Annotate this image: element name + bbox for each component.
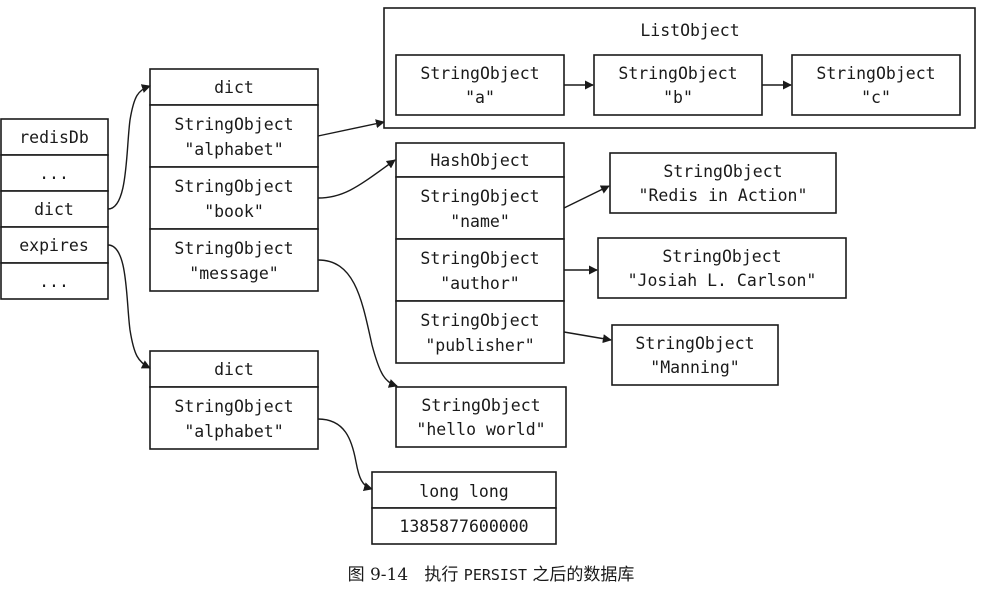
message-value: StringObject "hello world": [395, 386, 567, 448]
hash-value-manning: StringObject "Manning": [611, 324, 779, 386]
caption-before: 执行: [424, 565, 459, 585]
list-item-b: [593, 54, 763, 116]
list-item-a-value: "a": [465, 88, 495, 107]
list-item-c-type: StringObject: [816, 64, 935, 83]
arrow-publisher-to-value: [563, 331, 612, 344]
list-item-b-type: StringObject: [618, 64, 737, 83]
hash-value-josiah-box: [597, 237, 847, 299]
key-book-value: "book": [204, 202, 264, 221]
expire-time-title: long long: [419, 482, 508, 501]
redisdb-title-cell: [0, 118, 109, 156]
hash-field-author-value: "author": [440, 274, 519, 293]
list-item-a-type: StringObject: [420, 64, 539, 83]
pointer-arrows: [107, 80, 792, 491]
keyspace-dict-title: dict: [214, 78, 254, 97]
expires-dict-title-cell: [149, 350, 319, 388]
expires-key-alphabet-cell: [149, 386, 319, 450]
key-message-type: StringObject: [174, 239, 293, 258]
hash-field-publisher-value: "publisher": [425, 336, 534, 355]
key-book-cell: [149, 166, 319, 230]
hash-value-manning-box: [611, 324, 779, 386]
hash-object: HashObject StringObject "name" StringObj…: [395, 142, 565, 364]
hash-value-redis-in-action: StringObject "Redis in Action": [609, 152, 837, 214]
arrow-message-to-hello-world: [317, 259, 398, 388]
hash-value-redis-in-action-value: "Redis in Action": [639, 186, 808, 205]
hash-field-publisher: [395, 300, 565, 364]
hash-value-manning-value: "Manning": [650, 358, 739, 377]
expires-key-alphabet-type: StringObject: [174, 397, 293, 416]
list-object: ListObject StringObject "a" StringObject…: [383, 7, 976, 129]
hash-value-redis-in-action-box: [609, 152, 837, 214]
hash-value-redis-in-action-type: StringObject: [663, 162, 782, 181]
redisdb-ellipsis-top: ...: [39, 164, 69, 183]
message-value-value: "hello world": [416, 420, 545, 439]
keyspace-dict: dict StringObject "alphabet" StringObjec…: [149, 68, 319, 292]
redisdb-struct: redisDb ... dict expires ...: [0, 118, 109, 300]
hash-field-publisher-type: StringObject: [420, 311, 539, 330]
redisdb-dict-label: dict: [34, 200, 74, 219]
redisdb-ellipsis-bottom: ...: [39, 272, 69, 291]
caption-after: 之后的数据库: [532, 565, 635, 585]
caption-command: PERSIST: [463, 566, 528, 584]
key-alphabet-value: "alphabet": [184, 140, 283, 159]
hash-value-manning-type: StringObject: [635, 334, 754, 353]
list-item-c-value: "c": [861, 88, 891, 107]
list-item-b-value: "b": [663, 88, 693, 107]
arrow-alphabet-to-list: [317, 119, 385, 137]
key-message-cell: [149, 228, 319, 292]
key-book-type: StringObject: [174, 177, 293, 196]
message-value-box: [395, 386, 567, 448]
expires-dict: dict StringObject "alphabet": [149, 350, 319, 450]
expires-dict-title: dict: [214, 360, 254, 379]
hash-value-josiah-value: "Josiah L. Carlson": [628, 271, 817, 290]
figure-caption: 图 9-14 执行 PERSIST 之后的数据库: [0, 560, 982, 585]
arrow-expires-alphabet-to-time: [317, 418, 373, 491]
hash-object-title-cell: [395, 142, 565, 178]
redisdb-expires-label: expires: [19, 236, 89, 255]
key-message-value: "message": [189, 264, 278, 283]
key-alphabet-type: StringObject: [174, 115, 293, 134]
caption-figure-number: 图 9-14: [347, 565, 409, 585]
expire-time-value-cell: [371, 507, 557, 545]
hash-field-author: [395, 238, 565, 302]
redisdb-title: redisDb: [19, 128, 89, 147]
hash-value-josiah-type: StringObject: [662, 247, 781, 266]
list-item-c: [791, 54, 961, 116]
message-value-type: StringObject: [421, 396, 540, 415]
expire-time-value: 1385877600000: [399, 517, 528, 536]
list-object-title: ListObject: [640, 21, 739, 40]
redisdb-ellipsis-top-cell: [0, 154, 109, 192]
arrow-name-to-value: [563, 185, 610, 209]
arrow-expires-to-expires-dict: [107, 244, 151, 369]
expire-time: long long 1385877600000: [371, 471, 557, 545]
hash-value-josiah: StringObject "Josiah L. Carlson": [597, 237, 847, 299]
hash-object-title: HashObject: [430, 151, 529, 170]
arrow-dict-to-keyspace: [107, 84, 151, 210]
hash-field-name-value: "name": [450, 212, 510, 231]
redisdb-ellipsis-bottom-cell: [0, 262, 109, 300]
hash-field-author-type: StringObject: [420, 249, 539, 268]
arrow-book-to-hash: [317, 159, 396, 199]
hash-field-name-type: StringObject: [420, 187, 539, 206]
expires-key-alphabet-value: "alphabet": [184, 422, 283, 441]
